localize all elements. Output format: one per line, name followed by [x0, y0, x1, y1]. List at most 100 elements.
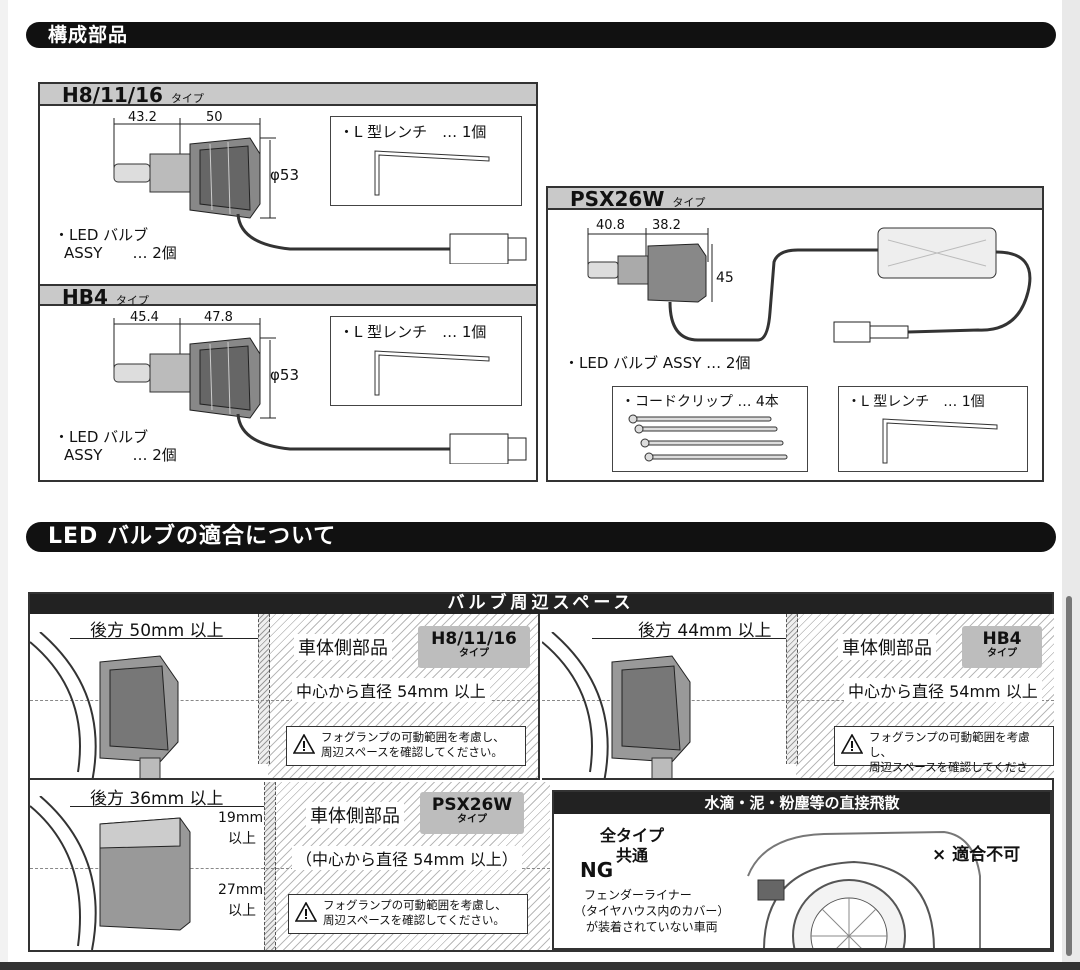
psx-center-label: （中心から直径 54mm 以上）	[292, 846, 522, 870]
hb4-bulb-label-2: ASSY … 2個	[64, 446, 177, 464]
h8-space-bulb	[30, 632, 179, 778]
hb4-dim-a: 45.4	[130, 310, 159, 325]
hb4-type-badge: HB4 タイプ	[962, 626, 1042, 668]
psx-wall	[264, 782, 276, 950]
h8-type-name: H8/11/16	[62, 83, 163, 107]
hb4-bulb-label-1: ・LED バルブ	[54, 428, 149, 446]
psx-badge-name: PSX26W	[431, 795, 513, 815]
h8-type-suffix: タイプ	[170, 92, 204, 105]
psx-dim-a: 40.8	[596, 218, 625, 233]
psx-clip-box: ・コードクリップ … 4本	[612, 386, 808, 472]
hb4-wall	[786, 614, 798, 764]
scrollbar-thumb[interactable]	[1066, 596, 1072, 956]
fitment-header: LED バルブの適合について	[26, 522, 1056, 552]
psx-bulb-drawing	[587, 227, 1032, 343]
warning-icon	[293, 734, 315, 754]
warning-icon	[841, 734, 863, 754]
psx-clip-label: ・コードクリップ … 4本	[621, 394, 779, 410]
h8-center-line	[30, 700, 538, 701]
h8-type-header: H8/11/16 タイプ	[40, 84, 536, 106]
space-psx-cell: 後方 36mm 以上 19mm 以上 27mm 以上 車体側部品 PSX26W …	[30, 782, 550, 950]
splash-fender-3: が装着されていない車両	[586, 920, 718, 934]
h8-side-label: 車体側部品	[294, 634, 392, 660]
psx-wrench-box: ・L 型レンチ … 1個	[838, 386, 1028, 472]
psx-dim-h: 45	[716, 270, 734, 286]
psx-clip-icon	[628, 414, 788, 462]
h8-dim-a: 43.2	[128, 110, 157, 125]
hb4-wrench-label: ・L 型レンチ … 1個	[339, 323, 487, 341]
h8-dim-b: 50	[206, 110, 223, 125]
space-title: バルブ周辺スペース	[447, 593, 635, 613]
psx-space-bulb	[30, 796, 191, 950]
hb4-type-name: HB4	[62, 285, 108, 309]
space-title-bar: バルブ周辺スペース	[30, 594, 1052, 614]
hb4-dim-b: 47.8	[204, 310, 233, 325]
hb4-type-header: HB4 タイプ	[40, 284, 536, 309]
psx-type-header: PSX26W タイプ	[548, 188, 1042, 210]
psx-panel: PSX26W タイプ 40.8 38.2 45 ・LED バルブ ASSY … 2…	[546, 186, 1044, 482]
h8-badge-suffix: タイプ	[459, 648, 489, 659]
splash-fender-1: フェンダーライナー	[584, 888, 692, 902]
hb4-warning: フォグランプの可動範囲を考慮し、 周辺スペースを確認してください。	[834, 726, 1054, 778]
hb4-warning-2: 周辺スペースを確認してください。	[869, 760, 1028, 778]
psx-upper-1: 19mm	[218, 810, 264, 826]
h8-type-badge: H8/11/16 タイプ	[418, 626, 530, 668]
h8-warning: フォグランプの可動範囲を考慮し、 周辺スペースを確認してください。	[286, 726, 526, 766]
psx-rear-arrow	[70, 806, 264, 807]
hb4-wrench-icon	[374, 350, 490, 396]
hb4-type-suffix: タイプ	[115, 294, 149, 307]
h8-bulb-label-1: ・LED バルブ	[54, 226, 149, 244]
h8-rear-arrow	[70, 638, 258, 639]
h8-badge-name: H8/11/16	[431, 629, 517, 649]
psx-upper-2: 以上	[228, 831, 256, 847]
h8-wrench-label: ・L 型レンチ … 1個	[339, 123, 487, 141]
psx-lower-2: 以上	[228, 903, 256, 919]
psx-lower-1: 27mm	[218, 882, 264, 898]
psx-type-badge: PSX26W タイプ	[420, 792, 524, 834]
hb4-space-bulb	[542, 632, 691, 778]
space-h8-cell: 後方 50mm 以上 車体側部品 H8/11/16 タイプ 中心から直径 54m…	[30, 614, 540, 780]
hb4-rear-arrow	[592, 638, 786, 639]
hb4-center-label: 中心から直径 54mm 以上	[844, 678, 1042, 702]
left-margin	[0, 0, 8, 970]
psx-wrench-icon	[882, 418, 998, 464]
components-header: 構成部品	[26, 22, 1056, 48]
splash-ng: NG	[580, 858, 614, 882]
h8-bulb-drawing	[113, 118, 527, 264]
h8-warning-1: フォグランプの可動範囲を考慮し、	[321, 730, 505, 744]
psx-wrench-label: ・L 型レンチ … 1個	[847, 394, 985, 410]
h8-dim-dia: φ53	[270, 166, 299, 184]
hb4-rear-label: 後方 44mm 以上	[638, 621, 772, 641]
psx-side-label: 車体側部品	[306, 802, 404, 828]
splash-title: 水滴・泥・粉塵等の直接飛散	[704, 794, 900, 812]
psx-badge-suffix: タイプ	[457, 814, 487, 825]
h8-wrench-box: ・L 型レンチ … 1個	[330, 116, 522, 206]
splash-title-bar: 水滴・泥・粉塵等の直接飛散	[554, 792, 1050, 814]
hb4-badge-name: HB4	[982, 629, 1022, 649]
hb4-dim-dia: φ53	[270, 366, 299, 384]
psx-bulb-label: ・LED バルブ ASSY … 2個	[564, 354, 751, 372]
car-fender-illustration	[747, 830, 981, 948]
psx-type-suffix: タイプ	[672, 196, 706, 209]
splash-all-types-1: 全タイプ	[600, 826, 665, 845]
psx-rear-label: 後方 36mm 以上	[90, 789, 224, 809]
h8-center-label: 中心から直径 54mm 以上	[292, 678, 490, 702]
h8-hb4-panel: H8/11/16 タイプ 43.2 50 φ53 ・L 型レンチ … 1個 ・LE…	[38, 82, 538, 482]
hb4-center-line	[542, 700, 1054, 701]
space-hb4-cell: 後方 44mm 以上 車体側部品 HB4 タイプ 中心から直径 54mm 以上 …	[542, 614, 1054, 780]
psx-warning: フォグランプの可動範囲を考慮し、 周辺スペースを確認してください。	[288, 894, 528, 934]
bottom-rule	[0, 962, 1080, 970]
h8-wrench-icon	[374, 150, 490, 196]
h8-wall	[258, 614, 270, 764]
hb4-badge-suffix: タイプ	[987, 648, 1017, 659]
h8-bulb-label-2: ASSY … 2個	[64, 244, 177, 262]
h8-rear-label: 後方 50mm 以上	[90, 621, 224, 641]
psx-dim-b: 38.2	[652, 218, 681, 233]
space-diagram: バルブ周辺スペース 後方 50mm 以上 車体側部品 H8/11/16 タイプ …	[28, 592, 1054, 952]
psx-type-name: PSX26W	[570, 187, 665, 211]
hb4-wrench-box: ・L 型レンチ … 1個	[330, 316, 522, 406]
psx-warning-1: フォグランプの可動範囲を考慮し、	[323, 898, 507, 912]
hb4-bulb-drawing	[113, 318, 527, 464]
warning-icon	[295, 902, 317, 922]
hb4-warning-1: フォグランプの可動範囲を考慮し、	[869, 730, 1030, 759]
